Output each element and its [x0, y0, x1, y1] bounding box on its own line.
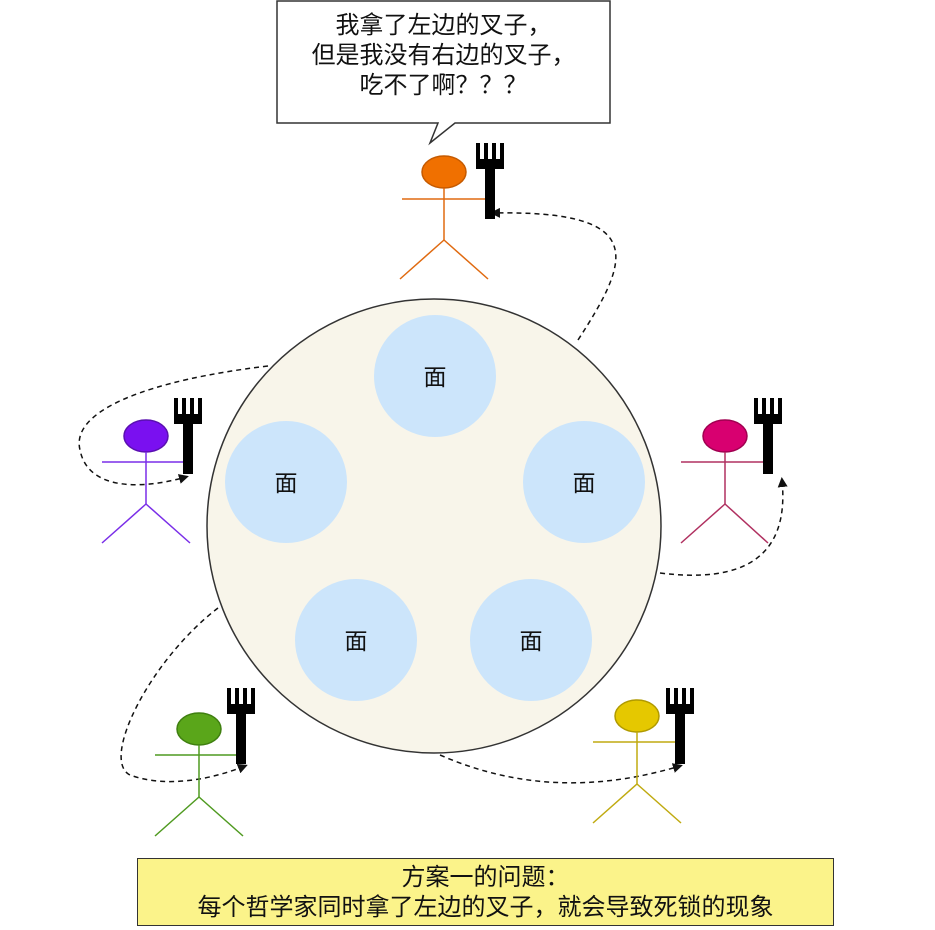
noodle-bowl: 面	[470, 579, 592, 701]
philosopher-head	[176, 712, 222, 746]
svg-text:面: 面	[424, 365, 447, 391]
caption-title: 方案一的问题：	[401, 863, 570, 891]
noodle-bowl: 面	[523, 421, 645, 543]
philosopher-left	[101, 419, 191, 544]
arrow-bottom-left-to-fork	[120, 607, 248, 783]
noodle-bowl: 面	[225, 421, 347, 543]
speech-line: 我拿了左边的叉子，	[335, 11, 552, 39]
fork-icon	[476, 143, 504, 219]
speech-line: 吃不了啊？？？	[359, 71, 528, 99]
philosopher-head	[702, 419, 748, 453]
svg-text:面: 面	[520, 629, 543, 655]
fork-icon	[227, 688, 255, 764]
philosopher-right	[680, 419, 769, 544]
arrow-right-to-fork	[659, 477, 788, 576]
noodle-bowl: 面	[295, 579, 417, 701]
svg-text:面: 面	[275, 471, 298, 497]
speech-bubble	[276, 0, 611, 146]
noodle-bowl: 面	[374, 315, 496, 437]
arrow-top-to-fork	[490, 207, 617, 341]
philosopher-head	[421, 155, 467, 189]
caption-body: 每个哲学家同时拿了左边的叉子，就会导致死锁的现象	[197, 893, 774, 921]
philosopher-bottom-right	[592, 699, 682, 824]
svg-text:面: 面	[573, 471, 596, 497]
arrow-bottom-right-to-fork	[439, 754, 683, 784]
caption-box	[137, 858, 834, 926]
philosopher-head	[123, 419, 169, 453]
philosopher-head	[614, 699, 660, 733]
speech-bubble-text: 我拿了左边的叉子， 但是我没有右边的叉子， 吃不了啊？？？	[277, 10, 610, 100]
caption-text: 方案一的问题： 每个哲学家同时拿了左边的叉子，就会导致死锁的现象	[137, 862, 834, 922]
svg-text:面: 面	[345, 629, 368, 655]
philosopher-bottom-left	[154, 712, 244, 837]
speech-line: 但是我没有右边的叉子，	[311, 41, 576, 69]
philosopher-top	[399, 155, 489, 280]
fork-icon	[666, 688, 694, 764]
